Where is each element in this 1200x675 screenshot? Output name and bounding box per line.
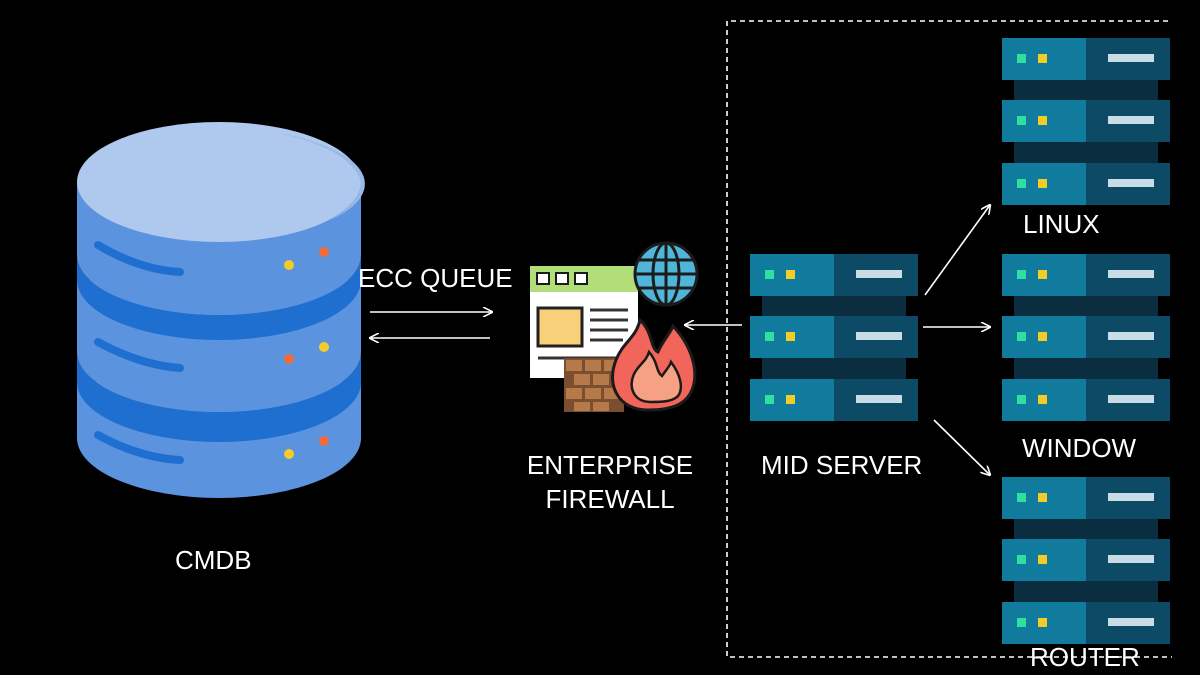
firewall-label: ENTERPRISE FIREWALL [505,449,715,517]
network-boundary [726,20,1172,658]
firewall-icon [530,241,699,412]
linux-server-rack [1002,38,1170,205]
server-rack-icon [750,254,918,421]
linux-label: LINUX [1023,209,1100,239]
server-rack-icon [1002,477,1170,644]
server-rack-icon [1002,254,1170,421]
firewall-label-line1: ENTERPRISE [526,450,694,480]
arrow-mid-to-linux [924,205,990,296]
router-label: ROUTER [1030,642,1140,672]
window-server-rack [1002,254,1170,421]
router-server-rack [1002,477,1170,644]
server-rack-icon [1002,38,1170,205]
mid-server-rack [750,254,918,421]
arrow-mid-to-router [933,419,990,475]
ecc-queue-label: ECC QUEUE [358,263,513,293]
cmdb-label: CMDB [175,545,252,575]
window-label: WINDOW [1022,433,1137,463]
mid-server-label: MID SERVER [761,450,923,480]
firewall-label-line2: FIREWALL [545,483,675,514]
database-icon [77,122,365,498]
